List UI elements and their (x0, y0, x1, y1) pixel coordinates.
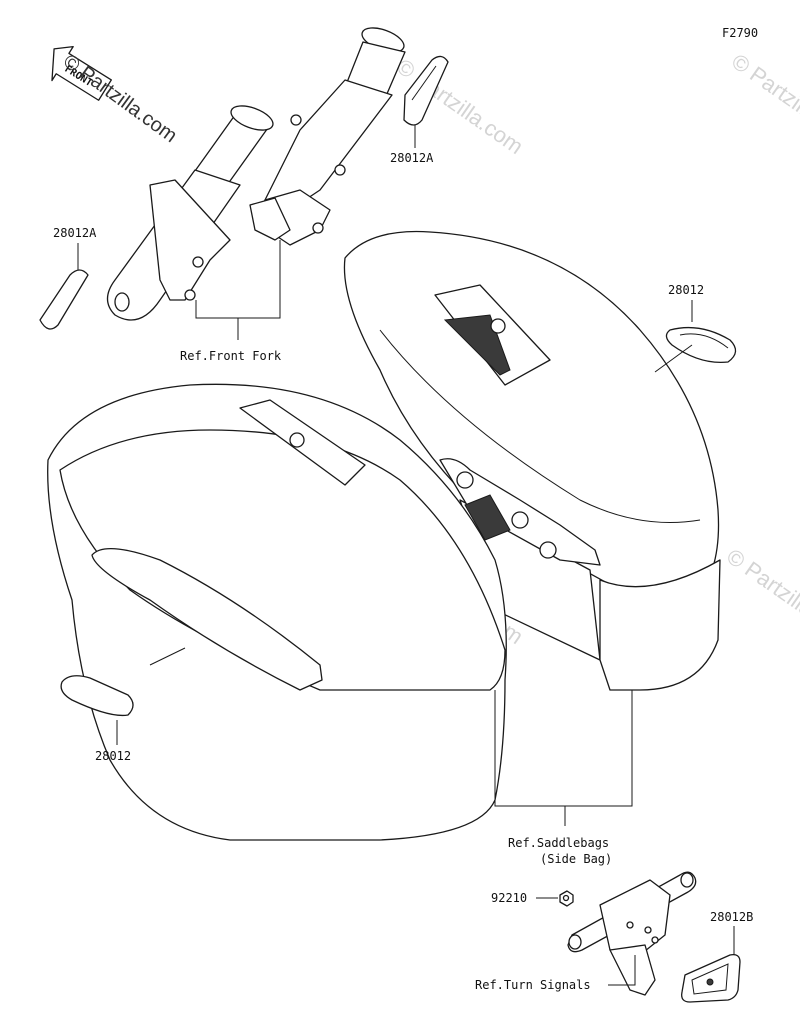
front-arrow-icon: FRONT (51, 45, 112, 101)
leader-front-fork-bracket (195, 240, 281, 340)
reflector-bag-left (60, 675, 134, 717)
watermark-mid-right: © Partzilla.com (722, 544, 800, 650)
label-bag-right-part: 28012 (668, 283, 704, 297)
label-nut-part: 92210 (491, 891, 527, 905)
label-turn-signals-ref: Ref.Turn Signals (475, 978, 591, 992)
leader-saddlebags-bracket (494, 690, 633, 826)
front-fork-left (106, 105, 274, 321)
reflector-fork-left (39, 269, 89, 330)
leader-bag-left (116, 647, 186, 745)
saddlebag-left (47, 383, 507, 841)
figure-code: F2790 (722, 26, 758, 40)
leader-bag-right (654, 300, 693, 373)
reflector-plate (681, 954, 741, 1003)
watermark-top-right: © Partzilla.com (727, 49, 800, 155)
front-fork-right (249, 27, 406, 246)
license-plate-bracket (567, 871, 697, 996)
reflector-fork-right (403, 55, 449, 126)
label-fork-left-part: 28012A (53, 226, 97, 240)
nut-icon (559, 890, 574, 907)
label-fork-right-part: 28012A (390, 151, 434, 165)
partzilla-logo-watermark: © Partzilla.com (59, 50, 181, 147)
reflector-bag-right (665, 326, 737, 364)
leader-turn-signals (608, 955, 636, 986)
label-saddlebags-ref-1: Ref.Saddlebags (508, 836, 609, 850)
label-front-fork-ref: Ref.Front Fork (180, 349, 282, 363)
label-saddlebags-ref-2: (Side Bag) (540, 852, 612, 866)
label-plate-part: 28012B (710, 910, 753, 924)
label-bag-left-part: 28012 (95, 749, 131, 763)
saddlebag-right (343, 230, 721, 691)
